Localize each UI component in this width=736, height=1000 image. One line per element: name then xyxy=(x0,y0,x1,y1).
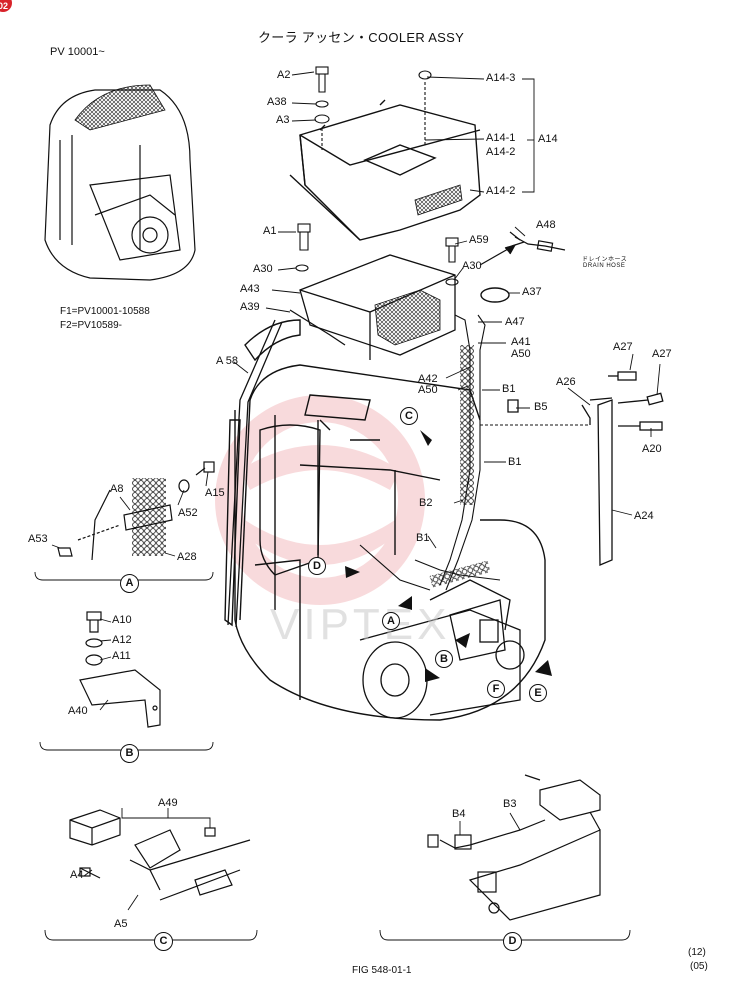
label-a53: A53 xyxy=(28,533,48,545)
label-a28: A28 xyxy=(177,551,197,563)
page-title: クーラ アッセン・COOLER ASSY xyxy=(258,30,465,45)
label-a26: A26 xyxy=(556,376,576,388)
label-b1a: B1 xyxy=(502,383,516,395)
detail-b-drawing xyxy=(79,611,161,728)
callout-view-c: C xyxy=(400,407,418,425)
label-a4: A4 xyxy=(70,869,84,881)
label-a48: A48 xyxy=(536,219,556,231)
callout-view-a: A xyxy=(382,612,400,630)
label-a24: A24 xyxy=(634,510,654,522)
callout-view-e: E xyxy=(529,684,547,702)
detail-a-drawing xyxy=(57,461,215,561)
label-a42: A42 xyxy=(418,373,438,385)
detail-c-drawing xyxy=(69,809,251,901)
label-a49: A49 xyxy=(158,797,178,809)
detail-d-caption: D xyxy=(503,932,522,951)
label-a20: A20 xyxy=(642,443,662,455)
label-a50a: A50 xyxy=(511,348,531,360)
label-b4: B4 xyxy=(452,808,466,820)
label-a30b: A30 xyxy=(462,260,482,272)
cooler-unit xyxy=(289,254,456,360)
label-a15: A15 xyxy=(205,487,225,499)
refrigerant-pipes xyxy=(359,314,590,591)
side-bracket xyxy=(507,371,664,566)
label-a14-1: A14-1 xyxy=(486,132,516,144)
detail-b-caption: B xyxy=(120,744,139,763)
label-drain-jp: ドレインホース xyxy=(582,257,628,263)
label-b1b: B1 xyxy=(508,456,522,468)
label-a47: A47 xyxy=(505,316,525,328)
label-a40: A40 xyxy=(68,705,88,717)
watermark-text: VIPTEX xyxy=(270,600,451,649)
label-b2: B2 xyxy=(419,497,433,509)
callout-view-f: F xyxy=(487,680,505,698)
label-a2: A2 xyxy=(277,69,291,81)
detail-a-caption: A xyxy=(120,574,139,593)
callout-view-b: B xyxy=(435,650,453,668)
view-arrows xyxy=(345,430,552,682)
hose-clamp xyxy=(480,287,510,303)
page-number: (12) xyxy=(688,947,706,958)
label-a14-2b: A14-2 xyxy=(486,185,516,197)
detail-d-drawing xyxy=(427,774,601,921)
label-a27a: A27 xyxy=(613,341,633,353)
label-a3: A3 xyxy=(276,114,290,126)
detail-c-caption: C xyxy=(154,932,173,951)
callout-view-d: D xyxy=(308,557,326,575)
label-b3: B3 xyxy=(503,798,517,810)
label-a12: A12 xyxy=(112,634,132,646)
label-a52: A52 xyxy=(178,507,198,519)
label-a43: A43 xyxy=(240,283,260,295)
label-a59: A59 xyxy=(469,234,489,246)
label-a5: A5 xyxy=(114,918,128,930)
label-a37: A37 xyxy=(522,286,542,298)
top-screws xyxy=(295,66,459,286)
page-corner-badge: 02 xyxy=(0,0,12,12)
cab-body xyxy=(224,319,546,721)
figure-number: FIG 548-01-1 xyxy=(352,965,412,976)
variant-f1: F1=PV10001-10588 xyxy=(60,306,150,317)
label-a30a: A30 xyxy=(253,263,273,275)
label-a41: A41 xyxy=(511,336,531,348)
label-a58: A 58 xyxy=(216,355,239,367)
label-a38: A38 xyxy=(267,96,287,108)
label-a39: A39 xyxy=(240,301,260,313)
drain-hose xyxy=(479,231,566,266)
label-a1: A1 xyxy=(263,225,277,237)
label-a10: A10 xyxy=(112,614,132,626)
label-drain-en: DRAIN HOSE xyxy=(583,263,626,269)
variant-f2: F2=PV10589- xyxy=(60,320,122,331)
label-a14-3: A14-3 xyxy=(486,72,516,84)
side-rail xyxy=(227,319,283,628)
revision: (05) xyxy=(690,961,708,972)
cab-overview-inset xyxy=(44,84,196,281)
label-b1c: B1 xyxy=(416,532,430,544)
label-a8: A8 xyxy=(110,483,124,495)
label-a11: A11 xyxy=(112,650,131,662)
top-cover xyxy=(289,99,481,241)
serial-range: PV 10001~ xyxy=(50,46,105,58)
label-a50b: A50 xyxy=(418,384,438,396)
label-a27b: A27 xyxy=(652,348,672,360)
label-a14-2a: A14-2 xyxy=(486,146,516,158)
label-a14: A14 xyxy=(538,133,558,145)
label-b5: B5 xyxy=(534,401,548,413)
